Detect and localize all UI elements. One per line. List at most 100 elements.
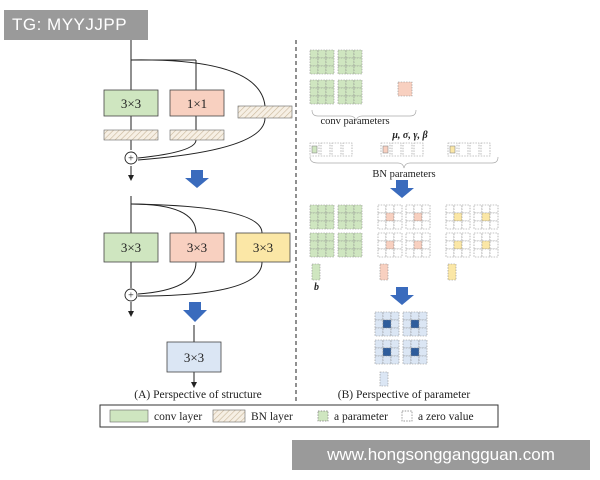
fused-yellow-2-cell (453, 240, 463, 250)
fused-orange-1-cell (421, 212, 431, 222)
fused-green-3-cell (337, 232, 347, 242)
fused-orange-1-cell (421, 204, 431, 214)
conv-kernel-green-3-cell (345, 87, 355, 97)
final-blue-3-cell (410, 347, 420, 357)
legend-bn-swatch (212, 409, 246, 423)
final-blue-3-cell (418, 347, 428, 357)
parameter-caption: (B) Perspective of parameter (338, 389, 471, 401)
final-blue-1-cell (402, 311, 412, 321)
fused-green-1-cell (337, 220, 347, 230)
conv-kernel-green-3-cell (337, 95, 347, 105)
fused-yellow-3-cell (481, 240, 491, 250)
bn-param-orange-dot (382, 145, 389, 154)
fused-orange-3-cell (405, 232, 415, 242)
merge-line-1x1 (137, 139, 197, 159)
conv-kernel-green-1-cell (345, 49, 355, 59)
conv-kernel-green-0-cell (309, 57, 319, 67)
watermark-top: TG: MYYJJPP (4, 10, 148, 40)
fused-yellow-2-cell (461, 240, 471, 250)
conv-3x3-label-top: 3×3 (121, 96, 141, 111)
fused-orange-2-cell (385, 232, 395, 242)
final-blue-1-cell (410, 319, 420, 329)
fused-green-0-cell (325, 204, 335, 214)
bn-symbols: μ, σ, γ, β (391, 130, 428, 141)
conv-kernel-green-1-cell (353, 57, 363, 67)
fused-orange-1-cell (413, 220, 423, 230)
conv-kernel-green-2-cell (325, 95, 335, 105)
legend-zero-swatch (401, 410, 413, 422)
conv-3x3-block-b (169, 232, 225, 263)
fused-green-3-cell (337, 240, 347, 250)
bn-param-yellow-dot (449, 145, 456, 154)
fused-green-3-cell (345, 240, 355, 250)
fused-orange-0-cell (385, 204, 395, 214)
fused-green-1-cell (345, 204, 355, 214)
fused-orange-3-cell (421, 240, 431, 250)
conv-kernel-green-0-cell (309, 49, 319, 59)
fused-orange-0-cell (385, 212, 395, 222)
fused-green-2-cell (325, 232, 335, 242)
final-blue-2-cell (374, 355, 384, 365)
bn-params-orange-2 (402, 142, 413, 157)
fused-orange-1-cell (413, 212, 423, 222)
conv-3x3-label-b: 3×3 (187, 240, 207, 255)
fused-green-1-cell (353, 204, 363, 214)
final-blue-2-cell (374, 347, 384, 357)
final-blue-3-cell (402, 339, 412, 349)
final-blue-3-cell (402, 355, 412, 365)
final-blue-2-cell (390, 347, 400, 357)
bn-params-orange-3 (413, 142, 424, 157)
fused-green-2-cell (325, 240, 335, 250)
conv-3x3-block-final (166, 341, 222, 373)
conv-kernel-green-0-cell (317, 65, 327, 75)
final-blue-0-cell (382, 311, 392, 321)
conv-kernel-green-0-cell (325, 65, 335, 75)
fused-green-2-cell (325, 248, 335, 258)
fused-yellow-3-cell (489, 232, 499, 242)
fused-green-0-cell (309, 204, 319, 214)
fused-yellow-0-cell (453, 220, 463, 230)
fused-yellow-2-cell (453, 248, 463, 258)
fused-orange-1-cell (405, 204, 415, 214)
final-blue-2-cell (390, 355, 400, 365)
conv-kernel-green-0-cell (317, 49, 327, 59)
conv-kernel-green-3-cell (345, 95, 355, 105)
fused-green-1-cell (353, 220, 363, 230)
fused-green-0-cell (325, 220, 335, 230)
final-blue-0-cell (390, 311, 400, 321)
fused-yellow-1-cell (489, 204, 499, 214)
fused-orange-3-cell (413, 240, 423, 250)
fused-green-0-cell (317, 220, 327, 230)
fused-green-3-cell (345, 248, 355, 258)
conv-kernel-green-3-cell (353, 95, 363, 105)
fused-yellow-1-cell (481, 204, 491, 214)
fused-orange-1-cell (405, 212, 415, 222)
conv-kernel-green-1-cell (353, 49, 363, 59)
fused-green-3-cell (353, 240, 363, 250)
conv-kernel-green-2-cell (309, 95, 319, 105)
legend-box (99, 404, 499, 428)
final-blue-2-cell (382, 347, 392, 357)
fused-orange-0-cell (385, 220, 395, 230)
fused-green-2-cell (317, 240, 327, 250)
fused-yellow-3-cell (473, 248, 483, 258)
structure-caption: (A) Perspective of structure (134, 389, 261, 401)
conv-kernel-green-3-cell (345, 79, 355, 89)
fused-yellow-0-cell (461, 204, 471, 214)
conv-kernel-orange (397, 81, 413, 97)
fused-yellow-3-cell (481, 248, 491, 258)
fused-yellow-3-cell (489, 240, 499, 250)
final-bias (379, 371, 389, 387)
bn-params-yellow-1 (458, 142, 469, 157)
final-blue-0-cell (374, 311, 384, 321)
conv-parameters-label: conv parameters (320, 116, 389, 127)
fused-yellow-2-cell (461, 248, 471, 258)
add-node-mid (124, 288, 138, 302)
fused-green-2-cell (317, 232, 327, 242)
final-blue-1-cell (418, 327, 428, 337)
bias-label: b (314, 282, 319, 293)
add-symbol-mid: + (128, 291, 134, 302)
transform-arrow-2 (183, 302, 207, 322)
fused-orange-3-cell (413, 232, 423, 242)
conv-3x3-block-a (103, 232, 159, 263)
